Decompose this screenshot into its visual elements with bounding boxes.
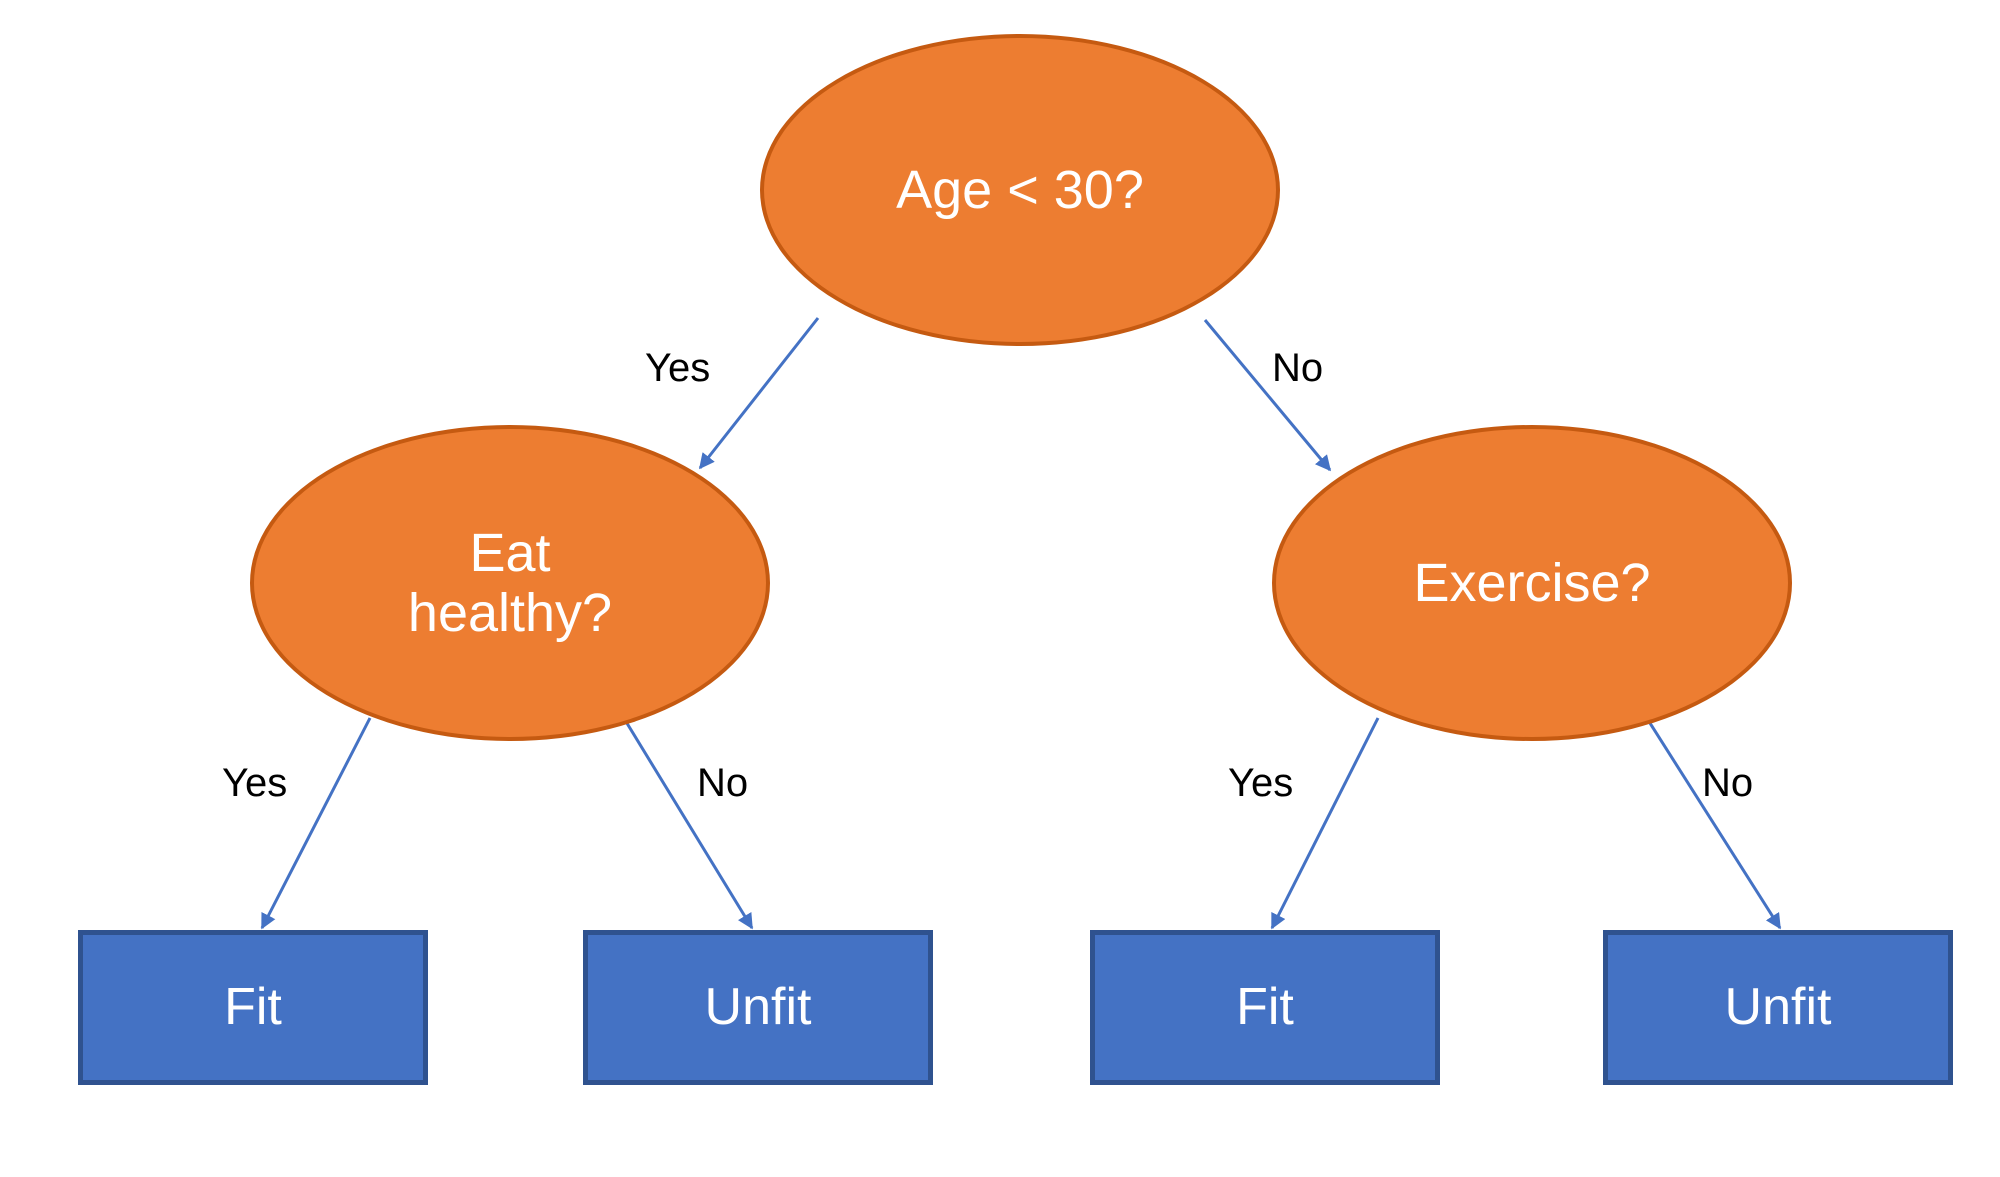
edge-edge-root-no — [1203, 319, 1332, 472]
leaf-node-unfit-2[interactable]: Unfit — [1603, 930, 1953, 1085]
edge-edge-exercise-yes — [1270, 717, 1380, 930]
edge-label-exercise-no: No — [1702, 761, 1754, 805]
edge-label-root-no: No — [1272, 346, 1324, 390]
edge-edge-exercise-no — [1646, 719, 1782, 930]
edge-edge-root-yes — [698, 317, 820, 470]
decision-node-eat-healthy[interactable]: Eat healthy? — [250, 425, 770, 741]
leaf-node-fit-2[interactable]: Fit — [1090, 930, 1440, 1085]
decision-node-exercise[interactable]: Exercise? — [1272, 425, 1792, 741]
edge-edge-eat-yes — [260, 717, 372, 930]
decision-node-root[interactable]: Age < 30? — [760, 34, 1280, 346]
leaf-node-fit-1[interactable]: Fit — [78, 930, 428, 1085]
edge-edge-eat-no — [623, 719, 754, 930]
edge-label-eat-healthy-no: No — [697, 761, 749, 805]
edge-label-eat-healthy-yes: Yes — [222, 761, 288, 805]
edge-label-exercise-yes: Yes — [1228, 761, 1294, 805]
edge-label-root-yes: Yes — [645, 346, 711, 390]
leaf-node-unfit-1[interactable]: Unfit — [583, 930, 933, 1085]
